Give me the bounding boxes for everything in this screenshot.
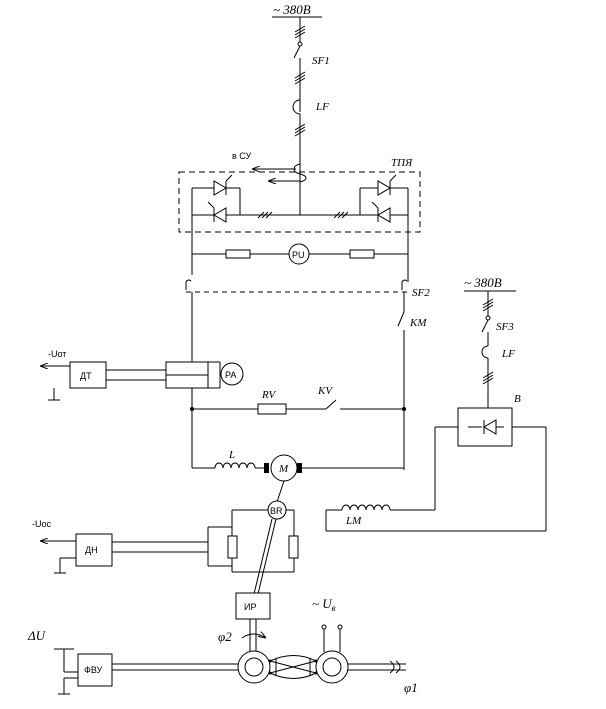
fvu-block [77, 653, 113, 687]
phase-detector-fvu: ΔU ФВУ [27, 628, 238, 695]
three-phase-tick-lf [294, 123, 306, 137]
thyristor-left-bottom [207, 201, 227, 223]
minus-uot-label: -Uот [48, 349, 66, 359]
ir-block [235, 592, 271, 620]
lf-main-label: LF [315, 101, 329, 113]
main-supply: ~ 380В [272, 2, 322, 47]
current-sensor-dt: -Uот ДТ PA [40, 349, 244, 401]
sf1-label: SF1 [312, 55, 330, 67]
to-su-label: в СУ [232, 151, 251, 161]
aux-supply: ~ 380В SF3 LF [464, 275, 516, 408]
three-phase-tick-top [294, 25, 306, 39]
inductor-l [214, 462, 256, 469]
thyristor-right-top [377, 174, 397, 196]
minus-uos-label: -Uос [32, 519, 52, 529]
tpya-label: ТПЯ [391, 157, 413, 169]
dn-block [75, 533, 113, 567]
thyristor-right-bottom [371, 201, 391, 223]
phi2-label: φ2 [218, 629, 232, 644]
armature-circuit: L M [192, 449, 405, 482]
three-phase-tick-aux2 [482, 371, 494, 385]
field-winding-lm: LM [325, 504, 546, 532]
rv-label: RV [261, 389, 277, 401]
l-label: L [228, 449, 235, 461]
dn-label: ДН [85, 545, 98, 555]
measuring-unit-ir: ИР φ2 [218, 592, 271, 656]
thyristor-converter-tpya: ТПЯ [178, 157, 421, 282]
ammeter-pa [220, 362, 244, 386]
br-label: BR [270, 506, 283, 516]
transformer-to-su: в СУ [232, 151, 307, 182]
aux-supply-label: ~ 380В [464, 275, 502, 290]
thyristor-left-top [213, 174, 233, 196]
lm-label: LM [345, 515, 362, 527]
resolver-pair: ~ Uв φ1 [237, 596, 418, 695]
pu-label: PU [292, 250, 305, 260]
km-label: KM [409, 317, 427, 329]
resistor-dn-right [288, 535, 299, 559]
breaker-sf1: SF1 [293, 45, 330, 112]
phi1-label: φ1 [404, 680, 418, 695]
reactor-lf-aux [481, 345, 489, 359]
delta-u-label: ΔU [27, 628, 47, 643]
b-label: B [514, 393, 521, 405]
dt-block [69, 361, 107, 389]
fvu-label: ФВУ [84, 665, 103, 675]
rectifier-b: B [434, 393, 547, 531]
resistor-rv [257, 403, 287, 415]
fuse-left [225, 249, 251, 259]
kv-label: KV [317, 385, 333, 397]
shaft [253, 518, 277, 595]
contactor-km: KM [397, 311, 427, 470]
rv-kv-branch: RV KV [190, 385, 406, 415]
three-phase-tick-bus-left [257, 211, 273, 219]
resistor-dn-left [227, 535, 238, 559]
three-phase-tick-sf1 [294, 71, 306, 85]
pa-label: PA [225, 370, 236, 380]
sf3-label: SF3 [496, 321, 514, 333]
ir-label: ИР [244, 602, 256, 612]
m-label: M [278, 463, 289, 475]
lf-aux-label: LF [501, 348, 515, 360]
three-phase-tick-bus-right [333, 211, 349, 219]
reactor-lf-main: LF [292, 99, 329, 215]
three-phase-tick-aux [482, 298, 494, 312]
main-supply-label: ~ 380В [273, 2, 311, 17]
dt-label: ДТ [80, 371, 92, 381]
fuse-right [349, 249, 375, 259]
sf2-label: SF2 [412, 287, 430, 299]
pu-branch: PU [192, 243, 408, 265]
u-v-label: ~ Uв [312, 596, 336, 613]
tacho-feedback: BR -Uос ДН [32, 480, 299, 574]
